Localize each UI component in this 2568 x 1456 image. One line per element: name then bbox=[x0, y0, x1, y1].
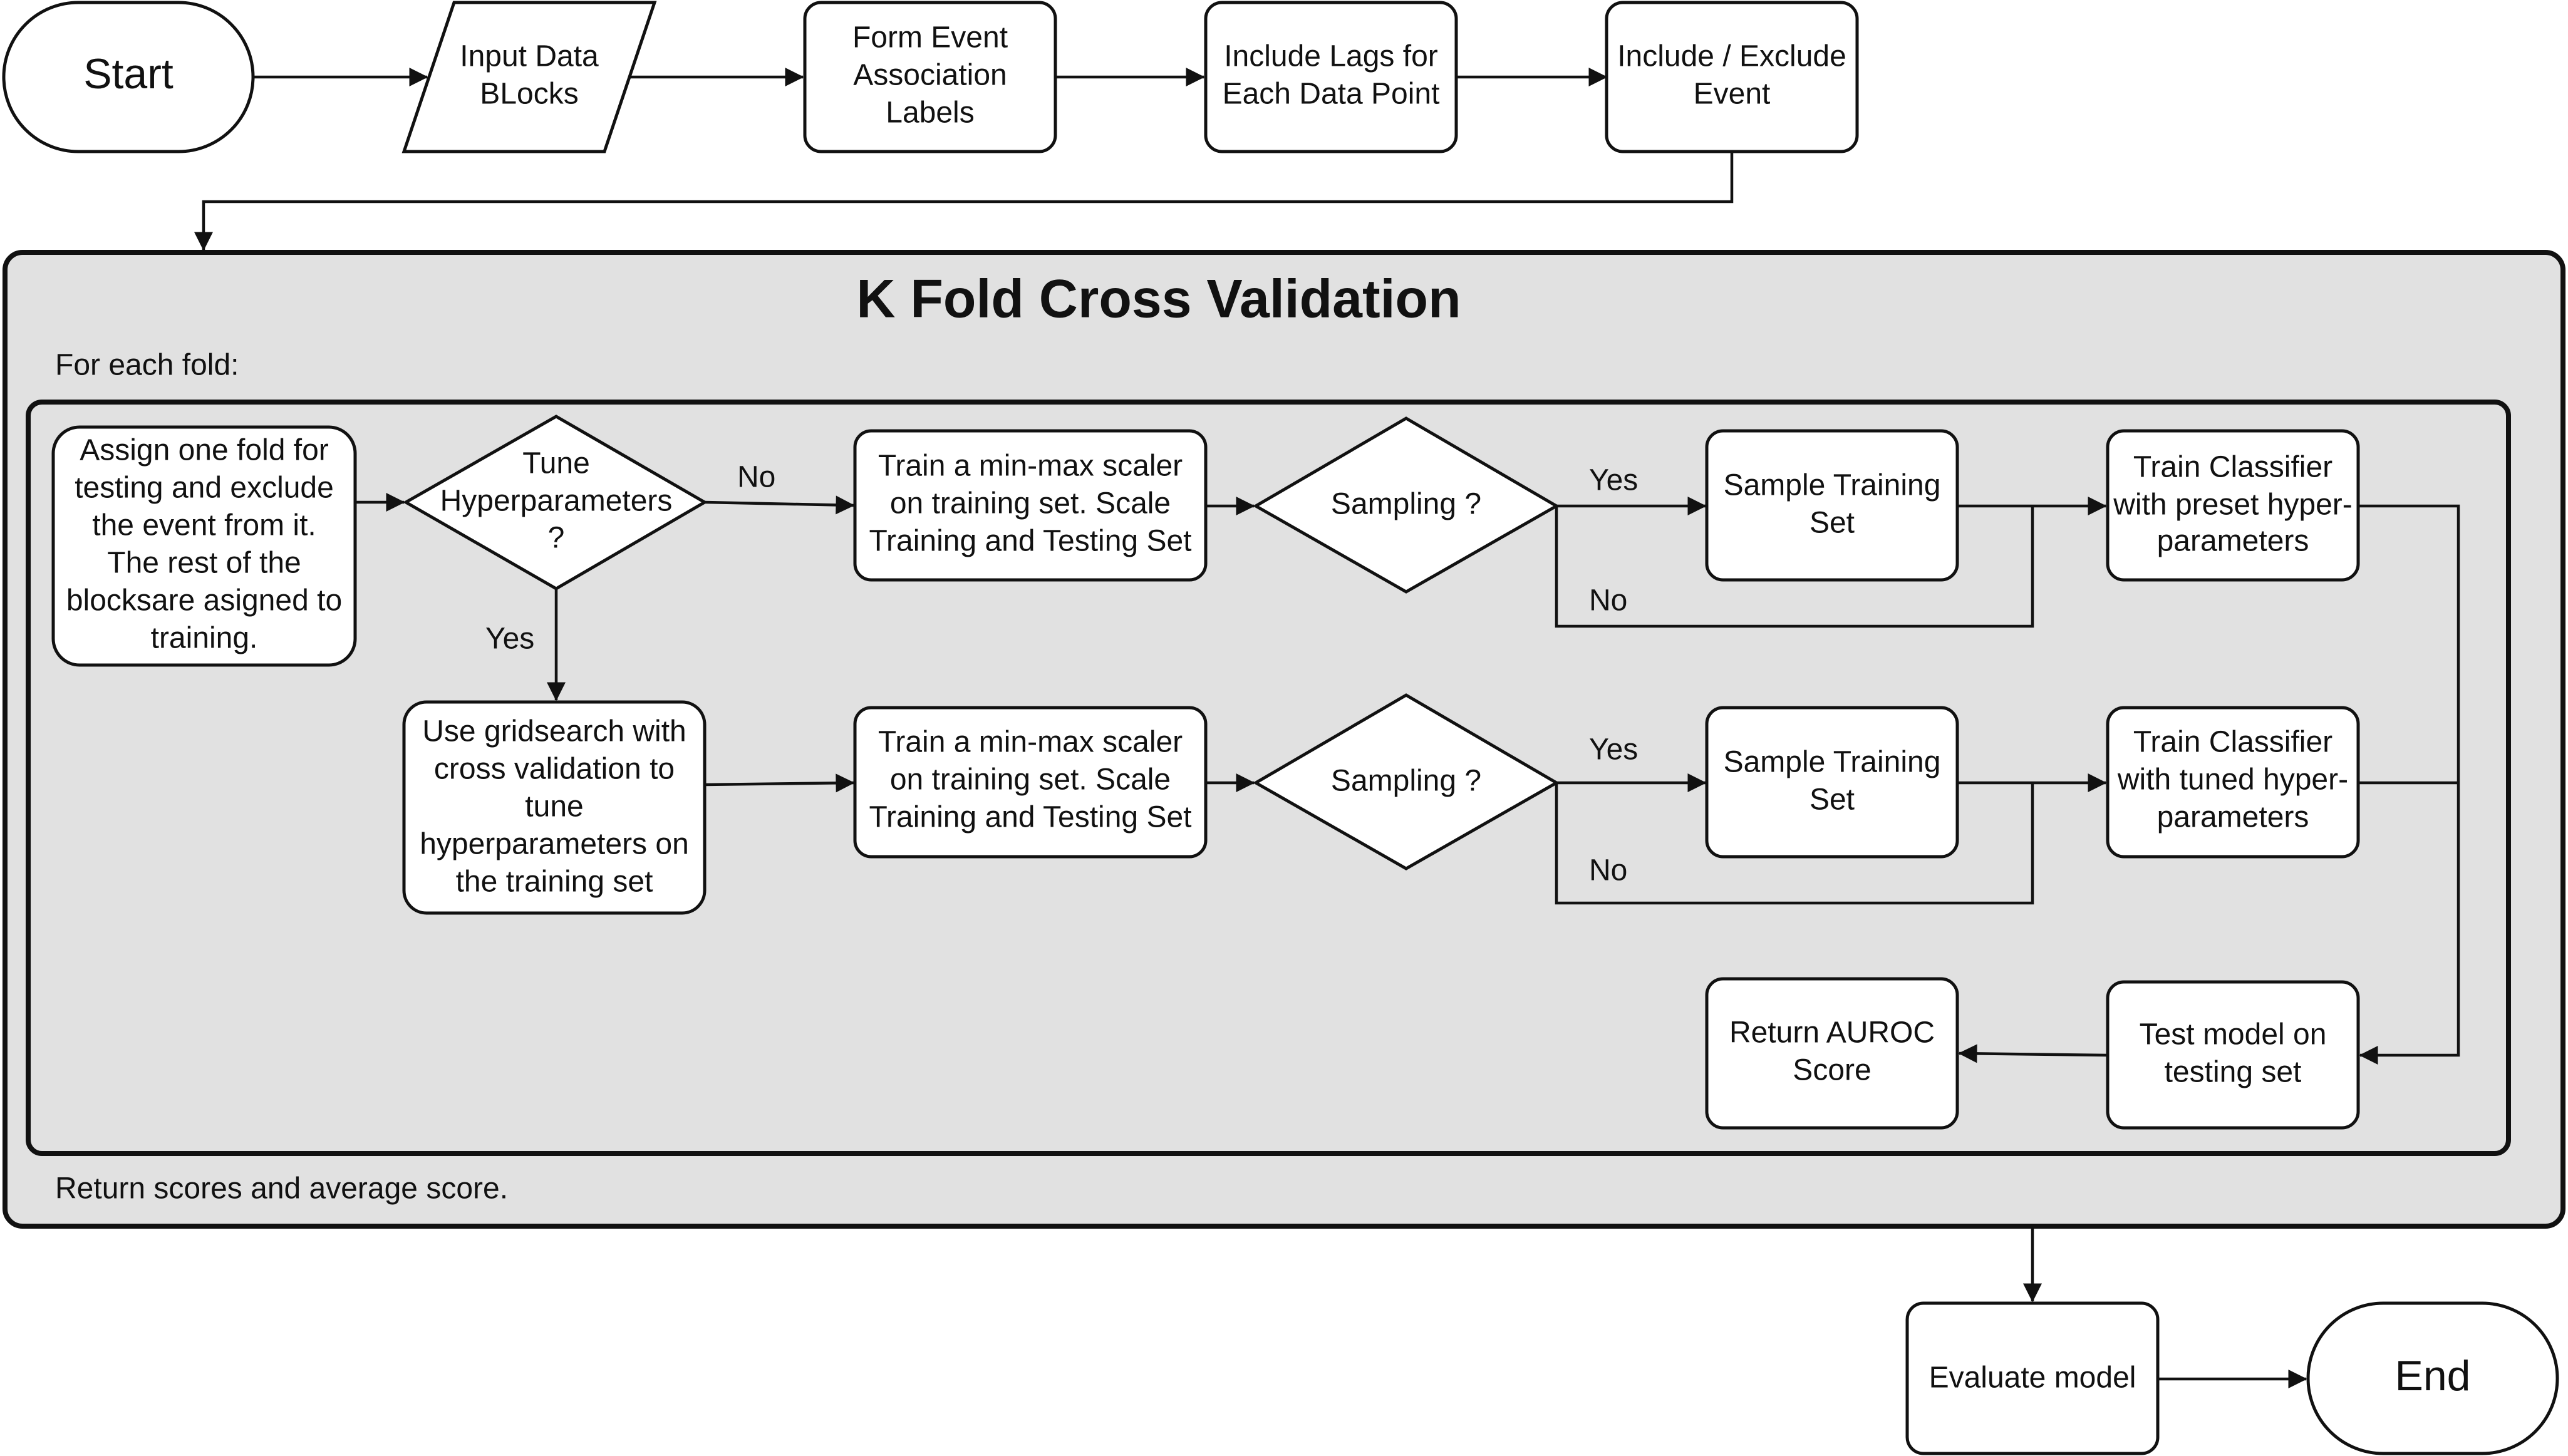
gridsearch-line-2: cross validation to bbox=[434, 753, 675, 786]
assign-line-2: testing and exclude bbox=[75, 472, 334, 505]
edge-label-sampling-bottom-yes: Yes bbox=[1589, 733, 1638, 767]
classifier-tuned-line-2: with tuned hyper- bbox=[2117, 763, 2348, 797]
scaler-bottom-line-3: Training and Testing Set bbox=[869, 801, 1192, 834]
evaluate-model-node: Evaluate model bbox=[1905, 1301, 2160, 1455]
assign-line-1: Assign one fold for bbox=[80, 434, 329, 467]
classifier-preset-line-3: parameters bbox=[2157, 525, 2309, 558]
scaler-bottom-node: Train a min-max scaler on training set. … bbox=[853, 706, 1208, 859]
include-exclude-node: Include / Exclude Event bbox=[1605, 1, 1859, 153]
return-auroc-line-1: Return AUROC bbox=[1729, 1016, 1935, 1050]
start-node: Start bbox=[2, 1, 255, 153]
return-scores-label: Return scores and average score. bbox=[55, 1172, 508, 1206]
sample-bottom-node: Sample Training Set bbox=[1705, 706, 1959, 859]
classifier-preset-node: Train Classifier with preset hyper- para… bbox=[2106, 429, 2360, 582]
scaler-bottom-line-1: Train a min-max scaler bbox=[878, 726, 1183, 759]
test-model-line-1: Test model on bbox=[2140, 1018, 2327, 1051]
scaler-top-node: Train a min-max scaler on training set. … bbox=[853, 429, 1208, 582]
input-data-node: Input Data BLocks bbox=[401, 1, 657, 153]
tune-hyperparameters-decision: Tune Hyperparameters ? bbox=[402, 415, 708, 591]
gridsearch-line-5: the training set bbox=[456, 865, 653, 899]
tune-line-1: Tune bbox=[522, 447, 590, 480]
return-auroc-line-2: Score bbox=[1793, 1054, 1871, 1087]
classifier-preset-line-2: with preset hyper- bbox=[2113, 488, 2353, 522]
sampling-bottom-label: Sampling ? bbox=[1331, 765, 1481, 798]
form-labels-line-1: Form Event bbox=[852, 21, 1008, 54]
gridsearch-line-1: Use gridsearch with bbox=[422, 715, 686, 748]
evaluate-model-label: Evaluate model bbox=[1929, 1361, 2136, 1395]
edge-label-tune-yes: Yes bbox=[485, 622, 534, 656]
scaler-bottom-line-2: on training set. Scale bbox=[890, 763, 1171, 797]
include-lags-line-2: Each Data Point bbox=[1223, 78, 1440, 111]
include-lags-line-1: Include Lags for bbox=[1224, 40, 1438, 73]
sample-top-line-2: Set bbox=[1810, 507, 1855, 540]
return-auroc-node: Return AUROC Score bbox=[1705, 977, 1959, 1130]
start-label: Start bbox=[83, 50, 173, 98]
sample-top-line-1: Sample Training bbox=[1724, 469, 1941, 502]
end-label: End bbox=[2395, 1352, 2471, 1400]
assign-fold-node: Assign one fold for testing and exclude … bbox=[51, 425, 357, 667]
include-exclude-line-1: Include / Exclude bbox=[1617, 40, 1846, 73]
classifier-preset-line-1: Train Classifier bbox=[2133, 451, 2332, 484]
sampling-top-decision: Sampling ? bbox=[1252, 416, 1560, 594]
sampling-bottom-decision: Sampling ? bbox=[1252, 693, 1560, 870]
for-each-fold-label: For each fold: bbox=[55, 349, 239, 382]
assign-line-5: blocksare asigned to bbox=[66, 584, 342, 617]
assign-line-4: The rest of the bbox=[107, 547, 301, 580]
end-node: End bbox=[2306, 1301, 2559, 1455]
edge-label-sampling-top-no: No bbox=[1589, 584, 1627, 617]
test-model-node: Test model on testing set bbox=[2106, 980, 2360, 1130]
assign-line-3: the event from it. bbox=[92, 509, 316, 542]
input-data-label-2: BLocks bbox=[480, 78, 578, 111]
assign-line-6: training. bbox=[151, 622, 258, 655]
input-data-label-1: Input Data bbox=[460, 40, 599, 73]
include-exclude-line-2: Event bbox=[1694, 78, 1771, 111]
gridsearch-node: Use gridsearch with cross validation to … bbox=[402, 700, 707, 915]
connectors bbox=[194, 68, 2460, 1388]
kfold-title: K Fold Cross Validation bbox=[856, 269, 1461, 329]
tune-line-2: Hyperparameters bbox=[440, 485, 673, 518]
edge-label-sampling-bottom-no: No bbox=[1589, 854, 1627, 887]
scaler-top-line-2: on training set. Scale bbox=[890, 487, 1171, 520]
sample-bottom-line-1: Sample Training bbox=[1724, 746, 1941, 779]
tune-line-3: ? bbox=[548, 522, 565, 555]
classifier-tuned-node: Train Classifier with tuned hyper- param… bbox=[2106, 706, 2360, 859]
form-labels-line-2: Association bbox=[853, 59, 1007, 92]
scaler-top-line-1: Train a min-max scaler bbox=[878, 450, 1183, 483]
sampling-top-label: Sampling ? bbox=[1331, 488, 1481, 521]
gridsearch-line-3: tune bbox=[525, 790, 583, 824]
classifier-tuned-line-1: Train Classifier bbox=[2133, 726, 2332, 759]
test-model-line-2: testing set bbox=[2165, 1056, 2302, 1089]
edge-label-sampling-top-yes: Yes bbox=[1589, 464, 1638, 497]
gridsearch-line-4: hyperparameters on bbox=[420, 828, 689, 861]
form-labels-line-3: Labels bbox=[886, 96, 974, 130]
classifier-tuned-line-3: parameters bbox=[2157, 801, 2309, 834]
edge-label-tune-no: No bbox=[737, 461, 775, 494]
sample-top-node: Sample Training Set bbox=[1705, 429, 1959, 582]
include-lags-node: Include Lags for Each Data Point bbox=[1204, 1, 1458, 153]
form-labels-node: Form Event Association Labels bbox=[803, 1, 1057, 153]
sample-bottom-line-2: Set bbox=[1810, 783, 1855, 817]
scaler-top-line-3: Training and Testing Set bbox=[869, 525, 1192, 558]
